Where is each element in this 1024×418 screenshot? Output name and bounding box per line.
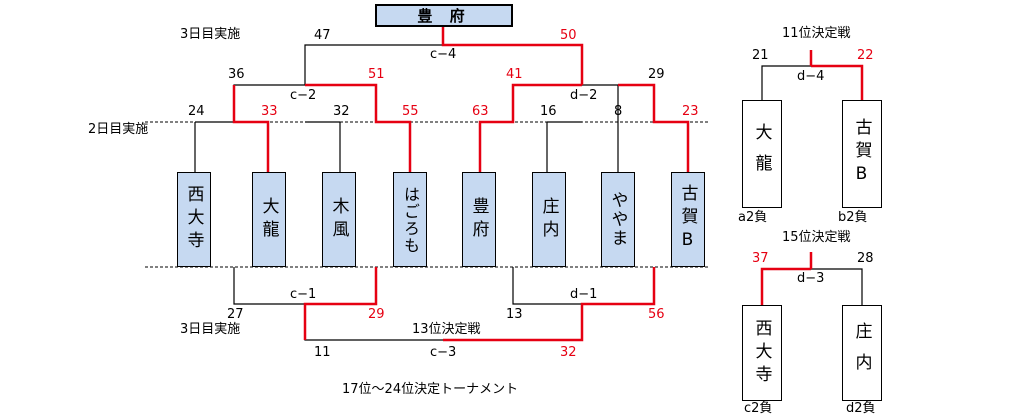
team-name: 大龍 xyxy=(751,123,772,185)
match13-title: 13位決定戦 xyxy=(412,322,481,337)
score: 23 xyxy=(682,104,699,119)
team-name: 西大寺 xyxy=(183,185,204,254)
team-name: ややま xyxy=(607,191,628,248)
team-name: はごろも xyxy=(401,185,420,254)
team-name: 木風 xyxy=(328,196,349,243)
score: 27 xyxy=(227,307,244,322)
score: 47 xyxy=(314,28,331,43)
upper-red-lines xyxy=(232,27,690,172)
tournament-title: 17位〜24位決定トーナメント xyxy=(342,382,519,397)
team-name: 大龍 xyxy=(258,196,279,243)
team-name: 庄内 xyxy=(851,322,872,384)
match11-red-lines xyxy=(809,50,864,100)
score: 28 xyxy=(857,251,874,266)
match-label: c−3 xyxy=(430,345,457,360)
match11-black-lines xyxy=(761,65,811,100)
team-box-hofu: 豊府 xyxy=(462,172,496,267)
team-sub: a2負 xyxy=(738,210,768,225)
match-label: d−2 xyxy=(570,88,598,103)
score: 55 xyxy=(402,104,419,119)
team-box-hagoromo: はごろも xyxy=(393,172,427,267)
lower-red-lines xyxy=(303,267,656,342)
match15-left-team-box: 西大寺 xyxy=(742,305,782,401)
team-sub: b2負 xyxy=(838,210,868,225)
match15-title: 15位決定戦 xyxy=(782,230,851,245)
score: 33 xyxy=(261,104,278,119)
team-sub: c2負 xyxy=(744,401,773,416)
score: 41 xyxy=(506,67,523,82)
score: 29 xyxy=(368,307,385,322)
team-box-yayama: ややま xyxy=(601,172,635,267)
match15-right-team-box: 庄内 xyxy=(842,305,882,401)
team-box-dairyu: 大龍 xyxy=(252,172,286,267)
match-label: d−3 xyxy=(797,271,825,286)
team-box-saidaiji: 西大寺 xyxy=(177,172,211,267)
score: 50 xyxy=(560,28,577,43)
team-name: 西大寺 xyxy=(751,318,772,388)
day3-top-label: 3日目実施 xyxy=(180,27,241,42)
team-box-kifu: 木風 xyxy=(322,172,356,267)
match11-right-team-box: 古賀B xyxy=(842,100,882,208)
score: 32 xyxy=(333,104,350,119)
champion-box: 豊 府 xyxy=(375,4,513,27)
score: 37 xyxy=(752,251,769,266)
day2-label: 2日目実施 xyxy=(88,122,149,137)
score: 11 xyxy=(314,345,331,360)
match-label: c−1 xyxy=(290,287,317,302)
score: 13 xyxy=(506,307,523,322)
score: 24 xyxy=(188,104,205,119)
score: 56 xyxy=(648,307,665,322)
score: 8 xyxy=(614,104,623,119)
score: 63 xyxy=(472,104,489,119)
score: 16 xyxy=(540,104,557,119)
score: 51 xyxy=(368,67,385,82)
score: 32 xyxy=(560,345,577,360)
match-label: d−4 xyxy=(797,69,825,84)
match15-black-lines xyxy=(811,268,863,305)
day3-bottom-label: 3日目実施 xyxy=(180,322,241,337)
team-sub: d2負 xyxy=(846,401,876,416)
match-label: c−4 xyxy=(430,47,457,62)
match15-red-lines xyxy=(760,252,813,305)
team-box-shonai: 庄内 xyxy=(532,172,566,267)
team-name: 庄内 xyxy=(538,196,559,243)
team-name: 古賀B xyxy=(851,118,872,190)
score: 22 xyxy=(857,48,874,63)
score: 36 xyxy=(228,67,245,82)
lower-black-lines xyxy=(233,267,582,341)
match11-title: 11位決定戦 xyxy=(782,26,851,41)
match-label: c−2 xyxy=(290,88,317,103)
match-label: d−1 xyxy=(570,287,598,302)
team-name: 古賀B xyxy=(677,183,698,256)
team-name: 豊府 xyxy=(468,196,489,243)
score: 21 xyxy=(752,48,769,63)
team-box-koga-b: 古賀B xyxy=(671,172,705,267)
match11-left-team-box: 大龍 xyxy=(742,100,782,208)
score: 29 xyxy=(648,67,665,82)
